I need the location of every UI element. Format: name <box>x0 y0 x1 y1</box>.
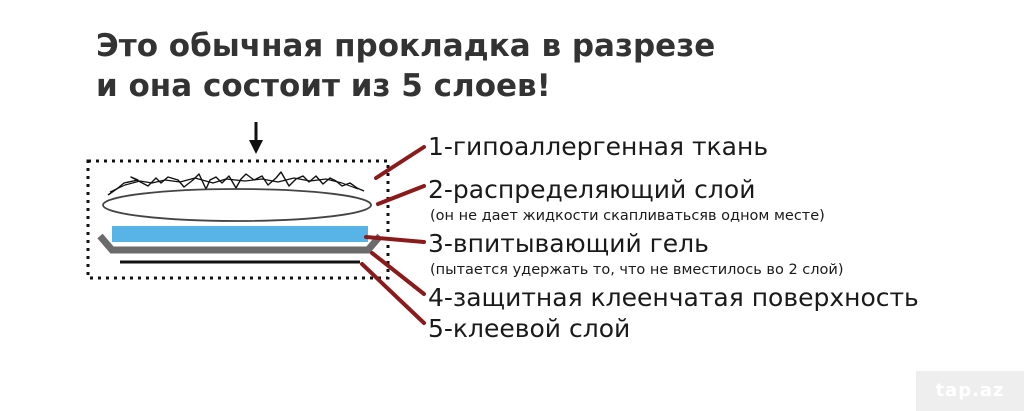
layer-2-label: 2-распределяющий слой <box>428 175 756 204</box>
diagram-heading: Это обычная прокладка в разрезе и она со… <box>96 26 715 106</box>
leader-line-5 <box>360 262 426 325</box>
leader-line-3 <box>364 235 426 244</box>
layer-1-label: 1-гипоаллергенная ткань <box>428 132 769 161</box>
layer-3-label: 3-впитывающий гель <box>428 229 709 258</box>
watermark-logo: tap.az <box>916 371 1024 411</box>
heading-line-2: и она состоит из 5 слоев! <box>96 68 551 104</box>
leader-line-2 <box>376 184 426 206</box>
layer-5-label: 5-клеевой слой <box>428 314 631 343</box>
fabric-layer-1-secondary <box>109 177 359 193</box>
layer-3-note: (пытается удержать то, что не вместилось… <box>430 262 844 278</box>
protective-layer-4 <box>97 233 383 254</box>
down-arrow-icon <box>249 122 263 154</box>
layer-2-note: (он не дает жидкости скапливатьсяв одном… <box>430 208 825 224</box>
distributing-layer-2 <box>102 188 372 222</box>
fabric-layer-1 <box>107 171 365 196</box>
absorbent-gel-layer-3 <box>112 226 368 242</box>
layer-4-label: 4-защитная клеенчатая поверхность <box>428 283 919 312</box>
leader-line-4 <box>370 251 426 296</box>
leader-line-1 <box>374 145 426 180</box>
heading-line-1: Это обычная прокладка в разрезе <box>96 28 716 64</box>
